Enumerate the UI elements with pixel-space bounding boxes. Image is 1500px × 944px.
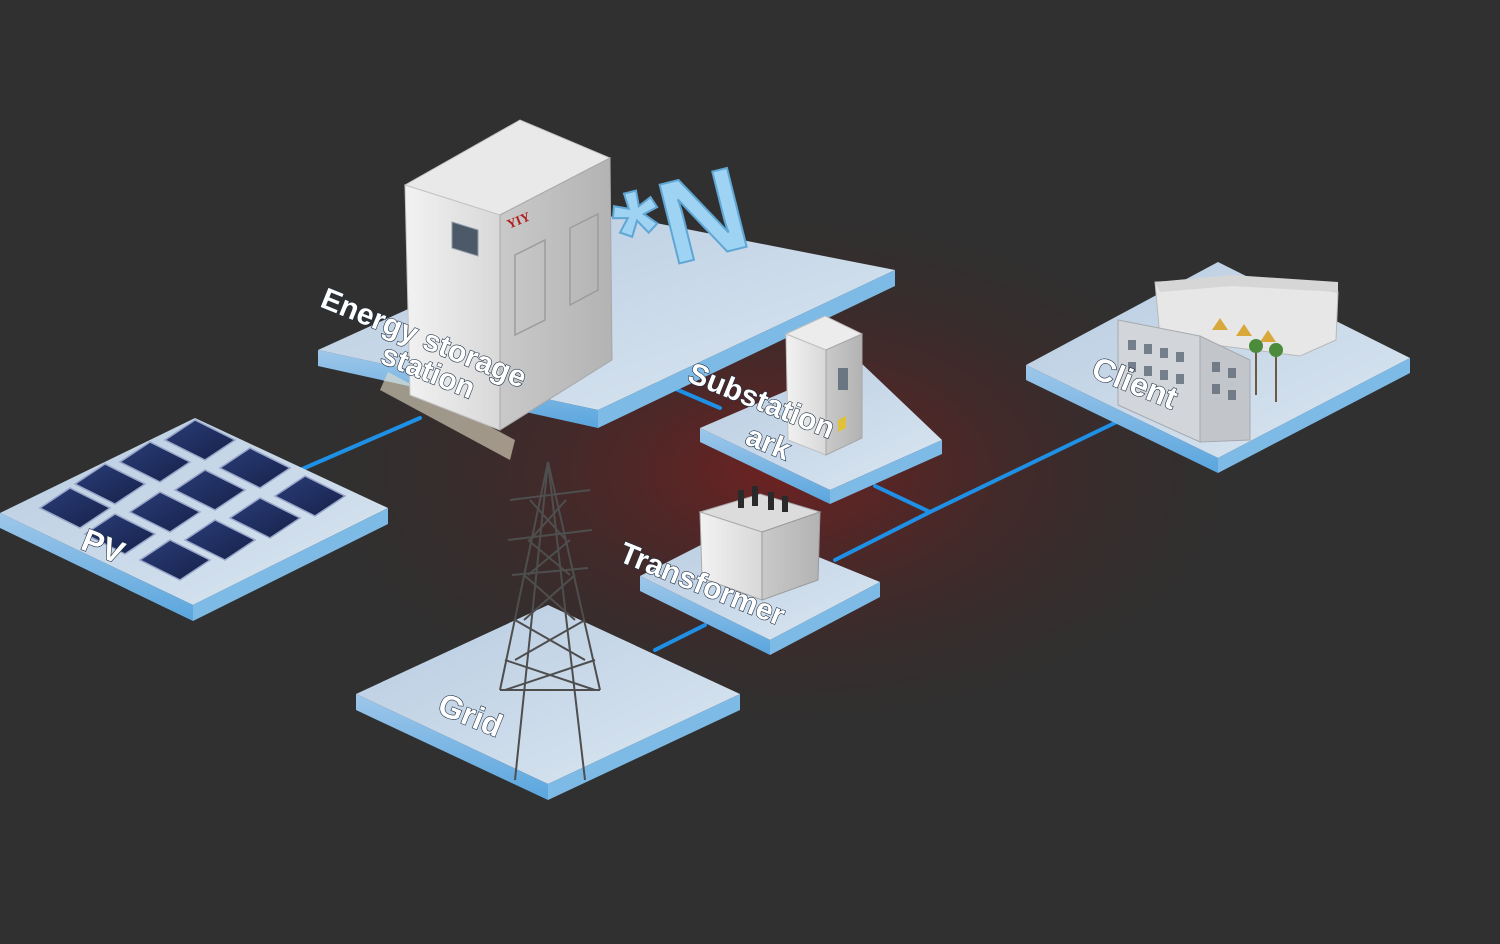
- solar-panel: [183, 519, 257, 561]
- substation-cabinet: [784, 315, 864, 456]
- transmission-tower: [499, 461, 601, 781]
- solar-panel: [138, 539, 212, 581]
- client-building: [1117, 275, 1339, 443]
- line-grid-transformer: [653, 623, 707, 652]
- connection-lines: [298, 376, 1127, 652]
- grid-platform: [356, 605, 740, 800]
- multiplier-label: *N: [601, 142, 760, 302]
- solar-panel: [163, 419, 237, 461]
- solar-panel: [228, 497, 302, 539]
- solar-panel: [173, 469, 247, 511]
- solar-panel: [273, 475, 347, 517]
- pv-platform: PV: [0, 418, 388, 621]
- line-transformer-junction: [833, 510, 932, 562]
- solar-panel: [218, 447, 292, 489]
- energy-storage-cabinet: YIY: [403, 119, 613, 431]
- solar-panel: [128, 491, 202, 533]
- palm-trees: [1249, 339, 1283, 402]
- line-pv-storage: [298, 416, 422, 472]
- solar-panel: [83, 513, 157, 555]
- solar-panels: [38, 419, 347, 581]
- transformer-unit: [698, 486, 822, 601]
- solar-panel: [73, 463, 147, 505]
- solar-panel: [118, 441, 192, 483]
- cabinet-screen: [451, 221, 479, 257]
- line-junction-client: [928, 416, 1127, 514]
- line-substation-junction: [873, 484, 932, 514]
- solar-panel: [38, 487, 112, 529]
